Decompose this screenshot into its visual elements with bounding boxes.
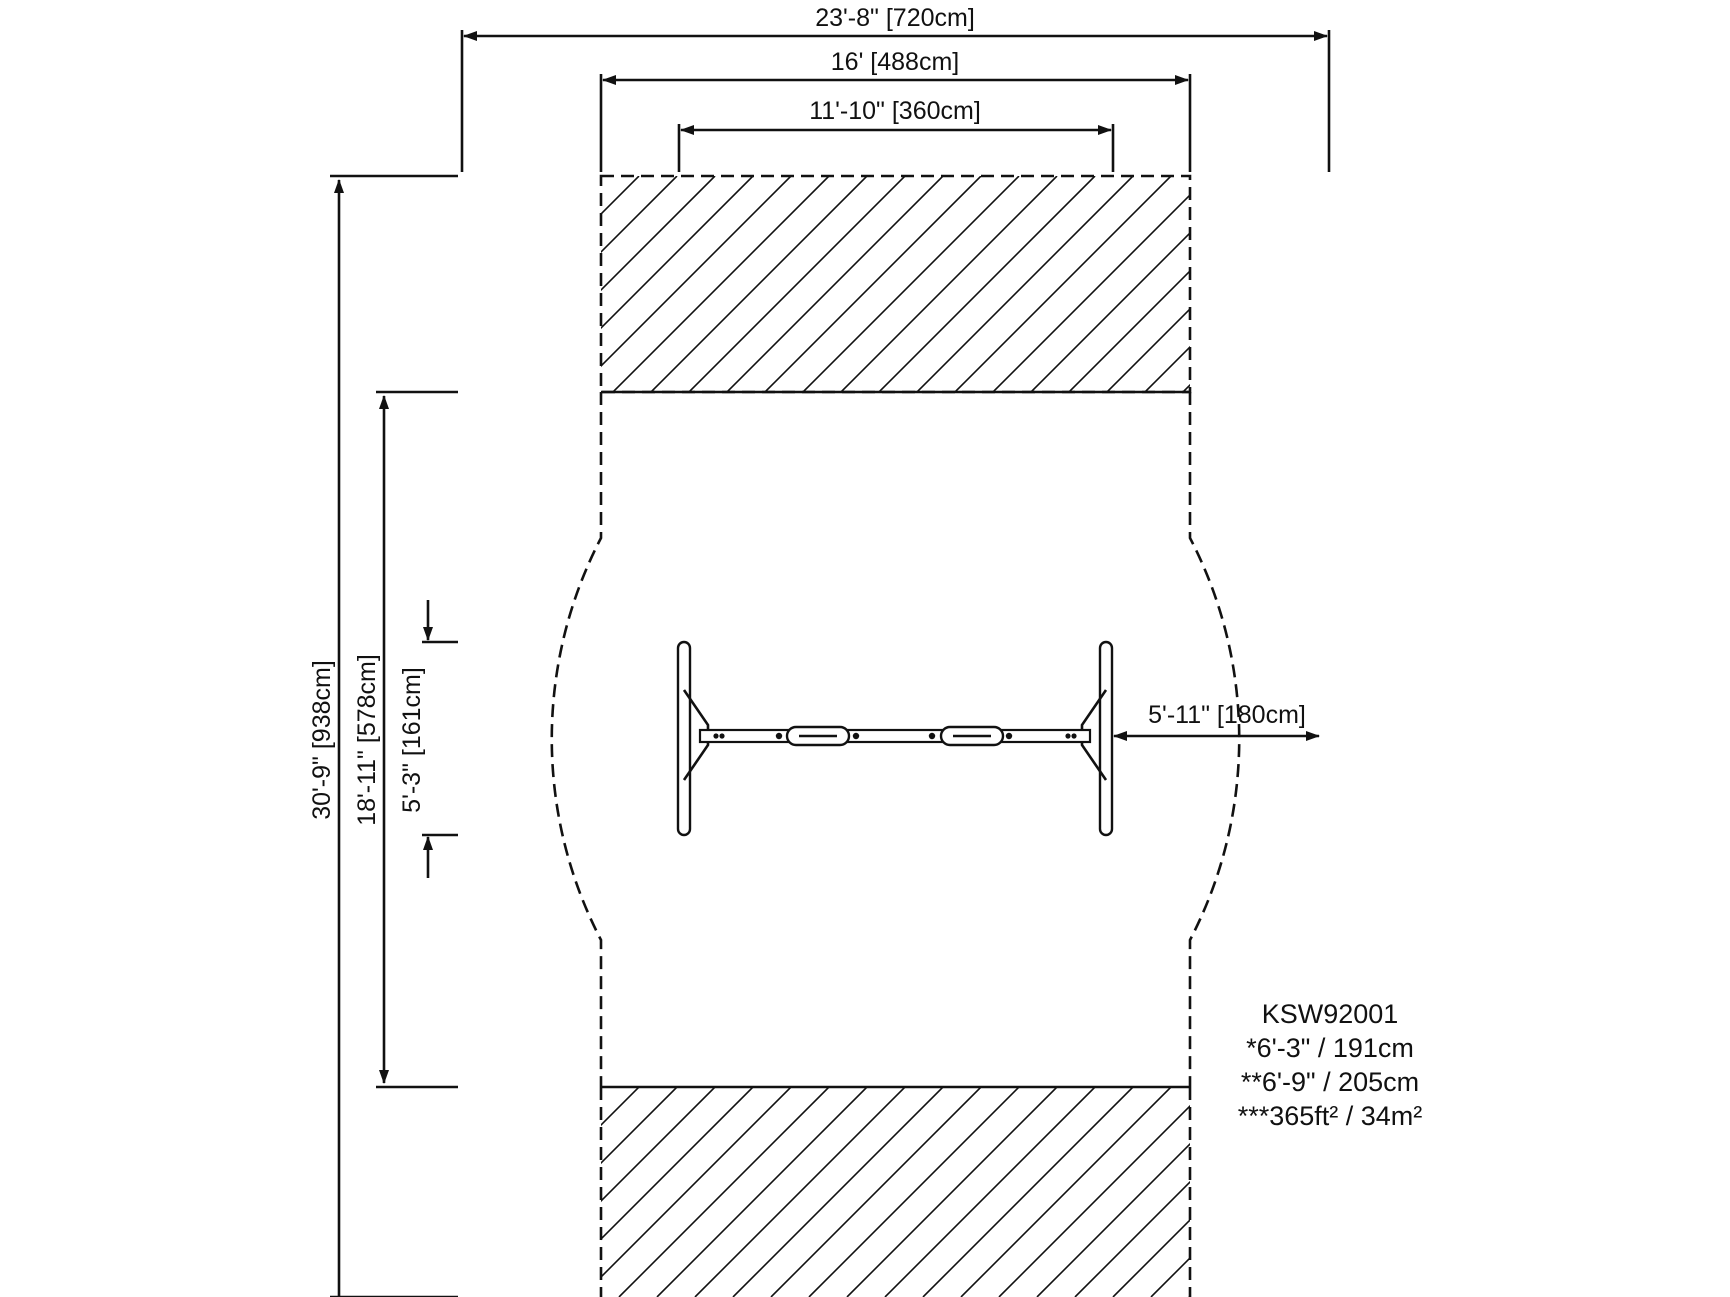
side-clearance-label: 5'-11" [180cm] [1148, 701, 1306, 729]
spec-height-2: **6'-9" / 205cm [1241, 1067, 1419, 1097]
right-a-frame-leg [1098, 640, 1114, 837]
model-number: KSW92001 [1262, 999, 1399, 1029]
hatch-line [998, 1104, 1190, 1297]
hatch-line [732, 1087, 944, 1297]
mid-length-label: 18'-11" [578cm] [353, 654, 381, 826]
hatch-line [916, 176, 1134, 392]
hatch-line [601, 176, 754, 330]
hatch-line [601, 1087, 792, 1279]
hatch-line [764, 176, 982, 392]
hatch-line [1373, 176, 1589, 392]
overall-width-label: 23'-8" [720cm] [815, 4, 975, 32]
hatch-line [618, 1087, 830, 1297]
spec-block: KSW92001 *6'-3" / 191cm **6'-9" / 205cm … [1238, 999, 1423, 1131]
hatch-line [601, 1087, 716, 1203]
hatch-line [601, 1087, 602, 1089]
spec-height-1: *6'-3" / 191cm [1246, 1033, 1414, 1063]
hatch-line [992, 193, 1190, 392]
hatch-line [884, 1087, 1096, 1297]
hatch-line [922, 1087, 1134, 1297]
top-beam [698, 728, 1092, 744]
hatch-line [954, 176, 1172, 392]
hatch-line [656, 1087, 868, 1297]
hatch-line [846, 1087, 1058, 1297]
hatch-line [1068, 269, 1190, 392]
dimension-overall-length: 30'-9" [938cm] [308, 174, 458, 1297]
beam-bolts [713, 732, 1077, 740]
frame-length-label: 5'-3" [161cm] [398, 667, 426, 813]
hatch-line [1182, 383, 1190, 392]
dimension-side-clearance: 5'-11" [180cm] [1113, 701, 1320, 741]
hatch-line [726, 176, 944, 392]
hatch-line [601, 176, 792, 368]
hatch-line [1335, 176, 1551, 392]
hatch-line [650, 176, 868, 392]
hatch-line [601, 176, 716, 292]
spec-area: ***365ft² / 34m² [1238, 1101, 1423, 1131]
hatch-line [601, 176, 602, 178]
hatch-line [601, 1087, 678, 1165]
zone-width-label: 16' [488cm] [831, 48, 959, 76]
hatch-line [601, 1087, 640, 1127]
hatch-line [1144, 345, 1190, 392]
hatch-line [1297, 176, 1513, 392]
swing-set-frame [676, 640, 1114, 837]
hatch-line [878, 176, 1096, 392]
hatch-line [1259, 176, 1475, 392]
hatch-line [688, 176, 906, 392]
hatched-zone-bottom [599, 1085, 1192, 1297]
hatch-line [601, 176, 678, 254]
hatch-line [601, 1087, 754, 1241]
hatch-line [1150, 1256, 1190, 1297]
hatch-line [1074, 1180, 1190, 1297]
hatch-line [1112, 1218, 1190, 1297]
dimension-overall-width: 23'-8" [720cm] [460, 4, 1331, 172]
beam-width-label: 11'-10" [360cm] [809, 97, 981, 125]
hatch-line [1221, 176, 1437, 392]
dimension-mid-length: 18'-11" [578cm] [353, 390, 458, 1089]
hatch-line [802, 176, 1020, 392]
hatch-line [840, 176, 1058, 392]
hatch-line [960, 1087, 1172, 1297]
hatch-line [694, 1087, 906, 1297]
dimension-frame-length: 5'-3" [161cm] [398, 600, 458, 878]
dimension-beam-width: 11'-10" [360cm] [677, 97, 1115, 172]
hatch-line [1106, 307, 1190, 392]
hatched-zone-top [599, 174, 1589, 394]
hatch-line [1030, 231, 1190, 392]
hatch-line [808, 1087, 1020, 1297]
hatch-line [770, 1087, 982, 1297]
dimension-zone-width: 16' [488cm] [599, 48, 1192, 172]
hatch-line [601, 176, 640, 216]
hatch-line [1036, 1142, 1190, 1297]
hatch-line [612, 176, 830, 392]
left-a-frame-leg [676, 640, 692, 837]
overall-length-label: 30'-9" [938cm] [308, 660, 336, 820]
